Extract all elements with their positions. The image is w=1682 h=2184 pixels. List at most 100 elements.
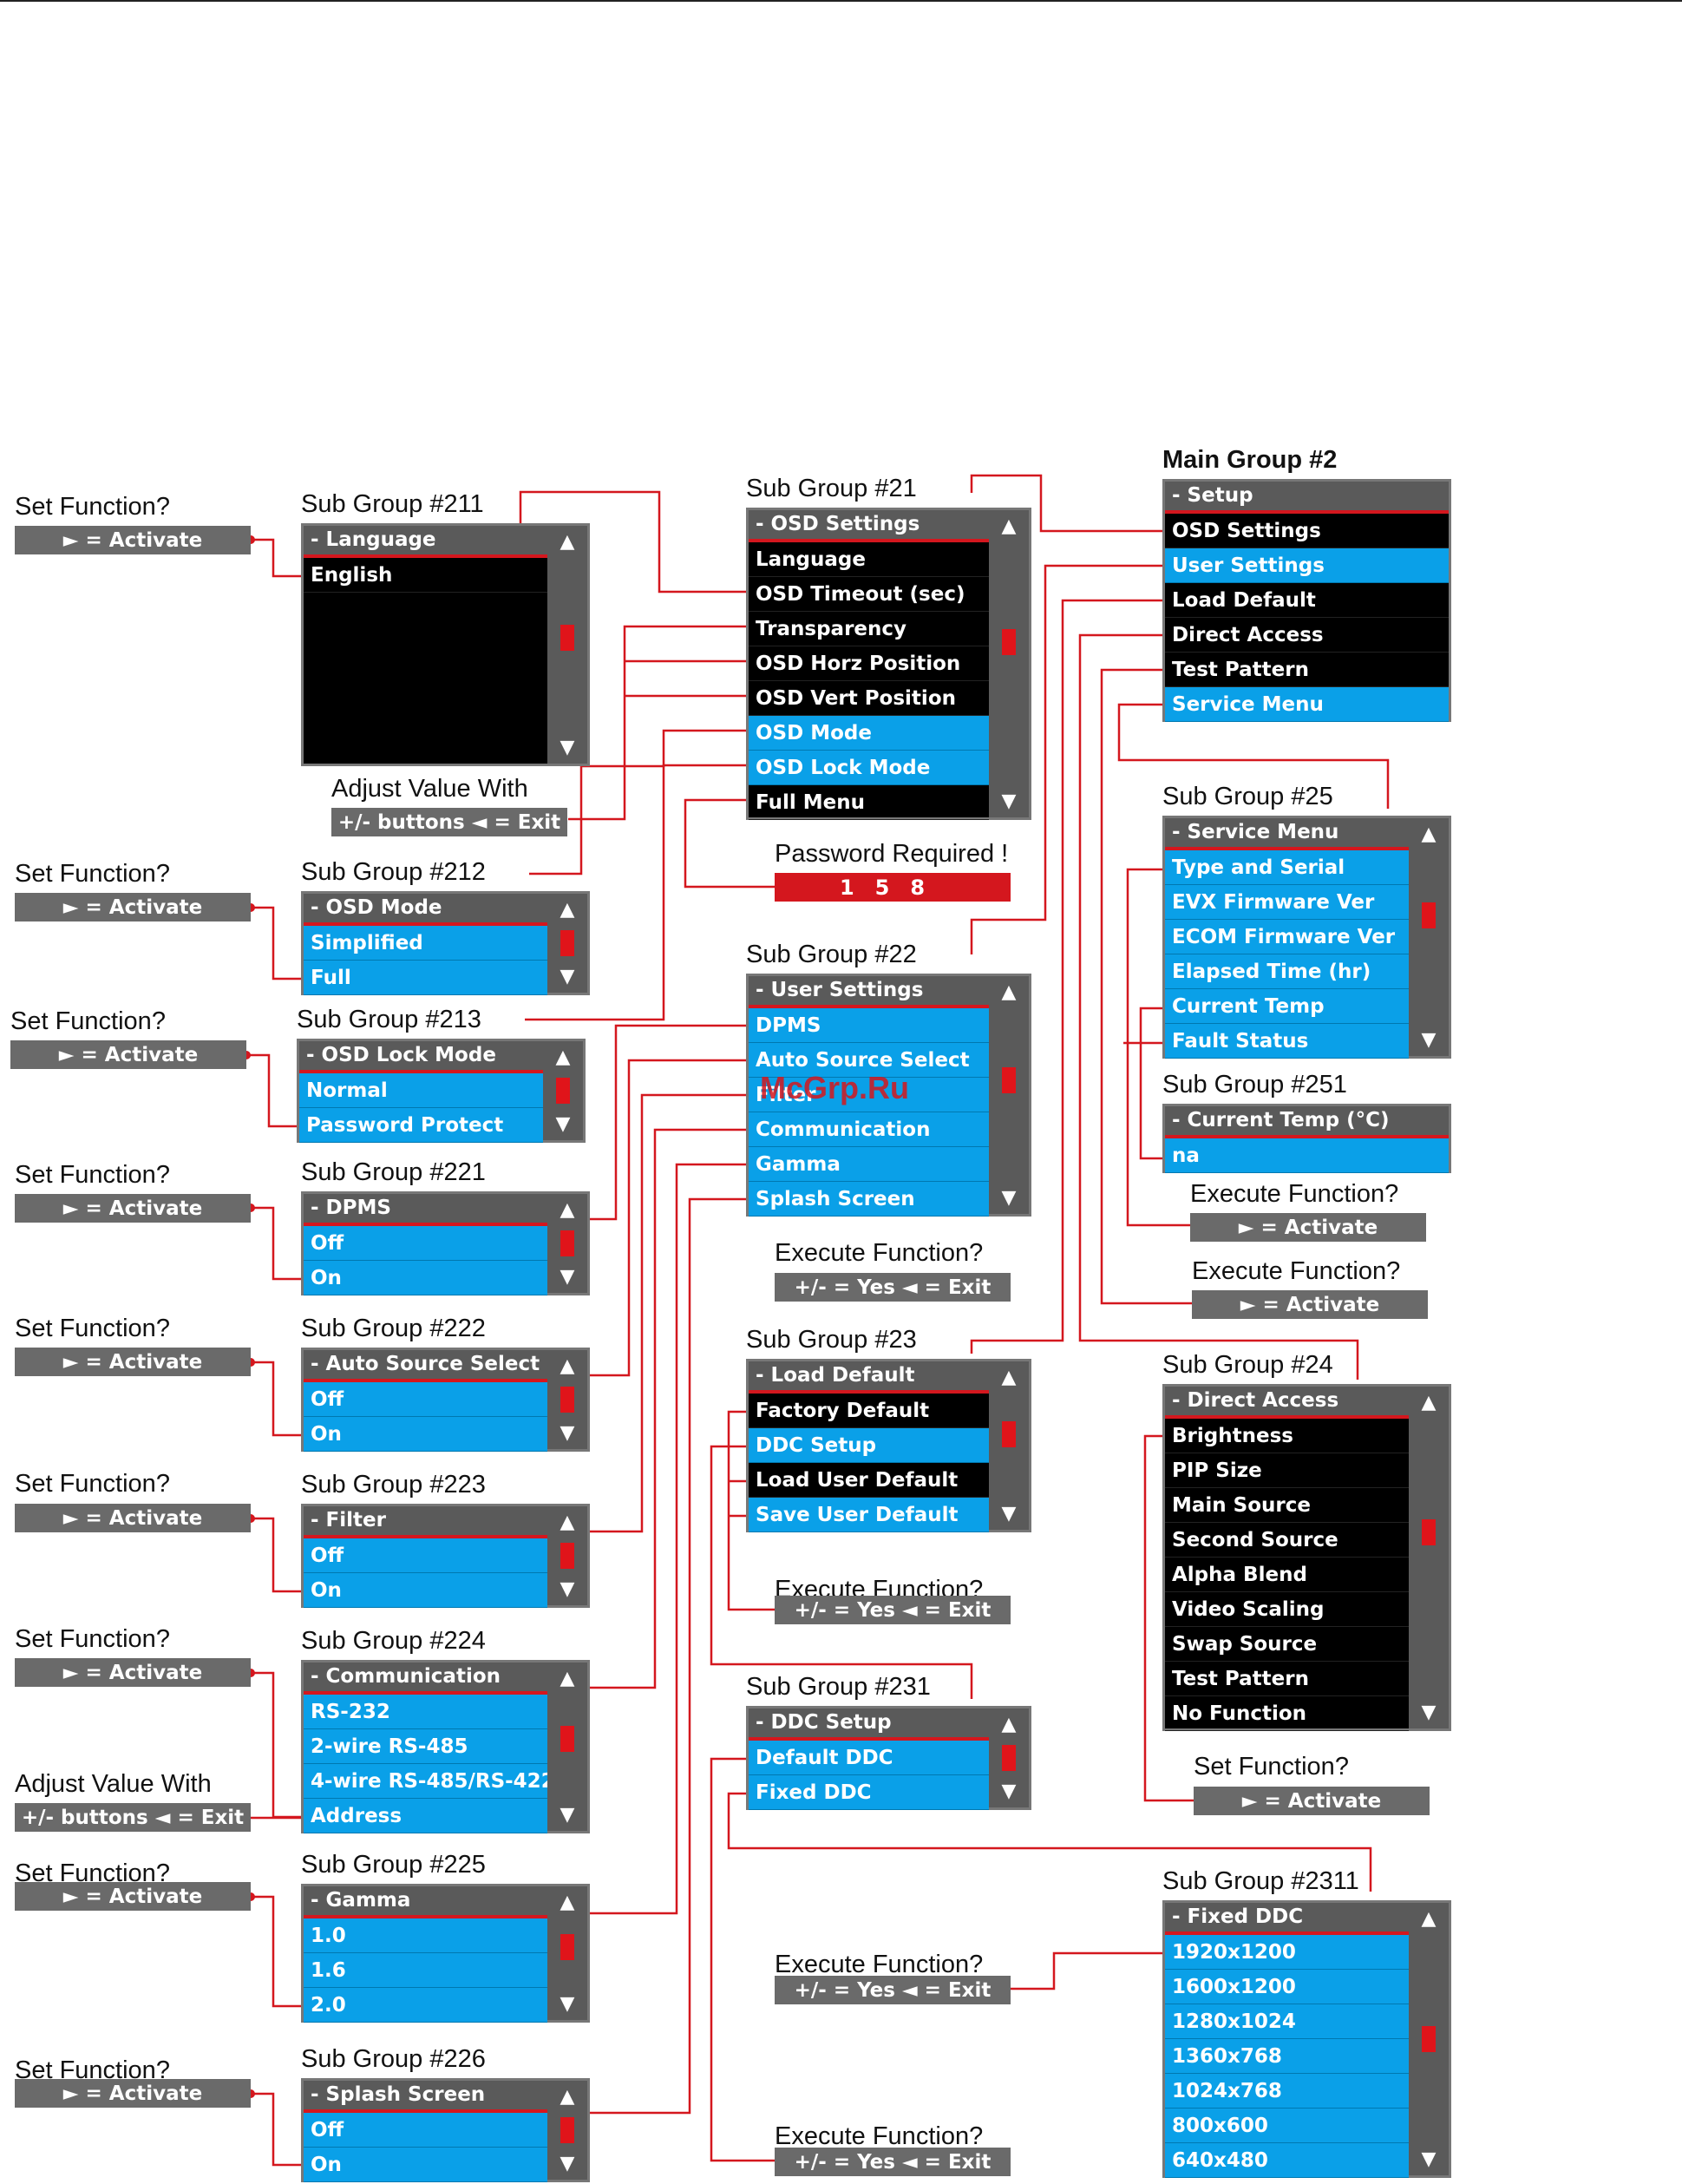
scroll-up-icon[interactable]: ▲ [1001,1714,1017,1735]
activate-label-button[interactable]: ► = Activate [10,1040,246,1069]
sg212-scroll-thumb[interactable] [560,930,574,956]
sg226-scrollbar[interactable]: ▲▼ [547,2081,587,2180]
sg2311-item[interactable]: 640x480 [1165,2143,1409,2178]
sg24-item[interactable]: PIP Size [1165,1453,1409,1488]
sg24-item[interactable]: Swap Source [1165,1627,1409,1662]
sg224-item[interactable]: 4-wire RS-485/RS-422 [304,1764,547,1799]
sg2311-item[interactable]: 1600x1200 [1165,1970,1409,2004]
sg221-item[interactable]: On [304,1261,547,1295]
sg211-scroll-thumb[interactable] [560,625,574,651]
sg226-scroll-thumb[interactable] [560,2117,574,2143]
scroll-up-icon[interactable]: ▲ [560,1512,575,1533]
sg221-scrollbar[interactable]: ▲▼ [547,1194,587,1293]
yes-exit-label-button[interactable]: +/- = Yes ◄ = Exit [775,1976,1011,2004]
sg25-item[interactable]: Fault Status [1165,1024,1409,1059]
sg21-item[interactable]: OSD Vert Position [749,681,989,716]
scroll-down-icon[interactable]: ▼ [1001,1187,1017,1209]
sg231-scroll-thumb[interactable] [1002,1745,1016,1771]
sg221-scroll-thumb[interactable] [560,1230,574,1256]
sg21-scrollbar[interactable]: ▲▼ [989,510,1029,817]
scroll-down-icon[interactable]: ▼ [560,737,575,758]
sg21-item[interactable]: Full Menu [749,785,989,820]
sg22-item[interactable]: Gamma [749,1147,989,1182]
activate-label-button[interactable]: ► = Activate [15,1194,251,1223]
scroll-down-icon[interactable]: ▼ [1001,1503,1017,1525]
scroll-up-icon[interactable]: ▲ [560,531,575,553]
activate-label-button[interactable]: ► = Activate [1190,1213,1426,1242]
sg2311-item[interactable]: 800x600 [1165,2109,1409,2143]
sg24-item[interactable]: Video Scaling [1165,1592,1409,1627]
scroll-down-icon[interactable]: ▼ [560,2153,575,2174]
scroll-up-icon[interactable]: ▲ [560,1355,575,1377]
main2-item[interactable]: Test Pattern [1165,653,1449,687]
sg24-item[interactable]: Brightness [1165,1419,1409,1453]
sg224-scrollbar[interactable]: ▲▼ [547,1663,587,1831]
scroll-down-icon[interactable]: ▼ [560,1804,575,1826]
sg212-item[interactable]: Full [304,961,547,995]
activate-label-button[interactable]: ► = Activate [15,1658,251,1687]
sg25-item[interactable]: Type and Serial [1165,850,1409,885]
sg223-item[interactable]: Off [304,1538,547,1573]
sg225-scrollbar[interactable]: ▲▼ [547,1886,587,2020]
scroll-down-icon[interactable]: ▼ [560,1422,575,1444]
sg224-item[interactable]: Address [304,1799,547,1833]
sg222-scrollbar[interactable]: ▲▼ [547,1350,587,1449]
adjust-buttons-label-button[interactable]: +/- buttons ◄ = Exit [331,808,567,836]
adjust-buttons-label-button[interactable]: +/- buttons ◄ = Exit [15,1803,251,1832]
sg21-item[interactable]: Transparency [749,612,989,646]
sg231-scrollbar[interactable]: ▲▼ [989,1709,1029,1807]
sg2311-scroll-thumb[interactable] [1422,2026,1436,2052]
scroll-down-icon[interactable]: ▼ [1421,1702,1437,1723]
sg2311-item[interactable]: 1024x768 [1165,2074,1409,2109]
main2-item[interactable]: Service Menu [1165,687,1449,722]
sg23-scroll-thumb[interactable] [1002,1421,1016,1447]
sg21-item[interactable]: OSD Horz Position [749,646,989,681]
sg223-item[interactable]: On [304,1573,547,1608]
sg226-item[interactable]: On [304,2148,547,2182]
sg224-item[interactable]: 2-wire RS-485 [304,1729,547,1764]
sg22-item[interactable]: Communication [749,1112,989,1147]
scroll-up-icon[interactable]: ▲ [560,1199,575,1221]
sg21-item[interactable]: Language [749,542,989,577]
activate-label-button[interactable]: ► = Activate [1192,1290,1428,1319]
sg225-item[interactable]: 1.0 [304,1918,547,1953]
sg22-scrollbar[interactable]: ▲▼ [989,976,1029,1214]
sg213-scroll-thumb[interactable] [556,1078,570,1104]
sg25-scrollbar[interactable]: ▲▼ [1409,818,1449,1056]
main2-item[interactable]: Direct Access [1165,618,1449,653]
sg24-item[interactable]: Second Source [1165,1523,1409,1558]
sg24-item[interactable]: Main Source [1165,1488,1409,1523]
scroll-down-icon[interactable]: ▼ [560,1578,575,1600]
sg22-item[interactable]: Auto Source Select [749,1043,989,1078]
sg222-item[interactable]: Off [304,1382,547,1417]
sg24-scroll-thumb[interactable] [1422,1519,1436,1545]
sg24-item[interactable]: Test Pattern [1165,1662,1409,1696]
sg21-item[interactable]: OSD Mode [749,716,989,751]
sg24-scrollbar[interactable]: ▲▼ [1409,1387,1449,1728]
scroll-up-icon[interactable]: ▲ [560,1892,575,1913]
sg22-item[interactable]: DPMS [749,1008,989,1043]
scroll-down-icon[interactable]: ▼ [560,966,575,987]
sg251-item[interactable]: na [1165,1138,1449,1173]
scroll-up-icon[interactable]: ▲ [1421,1392,1437,1413]
scroll-up-icon[interactable]: ▲ [560,899,575,921]
sg2311-item[interactable]: 1920x1200 [1165,1935,1409,1970]
sg213-scrollbar[interactable]: ▲▼ [543,1041,583,1140]
scroll-down-icon[interactable]: ▼ [1421,1029,1437,1051]
sg23-item[interactable]: Factory Default [749,1394,989,1428]
sg226-item[interactable]: Off [304,2113,547,2148]
sg225-scroll-thumb[interactable] [560,1934,574,1960]
scroll-down-icon[interactable]: ▼ [560,1993,575,2015]
sg213-item[interactable]: Normal [299,1073,543,1108]
sg23-item[interactable]: DDC Setup [749,1428,989,1463]
sg22-item[interactable]: Filter [749,1078,989,1112]
main2-item[interactable]: Load Default [1165,583,1449,618]
main2-item[interactable]: OSD Settings [1165,514,1449,548]
sg223-scrollbar[interactable]: ▲▼ [547,1506,587,1605]
sg225-item[interactable]: 1.6 [304,1953,547,1988]
sg25-item[interactable]: ECOM Firmware Ver [1165,920,1409,954]
scroll-up-icon[interactable]: ▲ [555,1046,571,1068]
activate-label-button[interactable]: ► = Activate [1194,1787,1430,1815]
sg222-scroll-thumb[interactable] [560,1387,574,1413]
sg24-item[interactable]: No Function [1165,1696,1409,1731]
